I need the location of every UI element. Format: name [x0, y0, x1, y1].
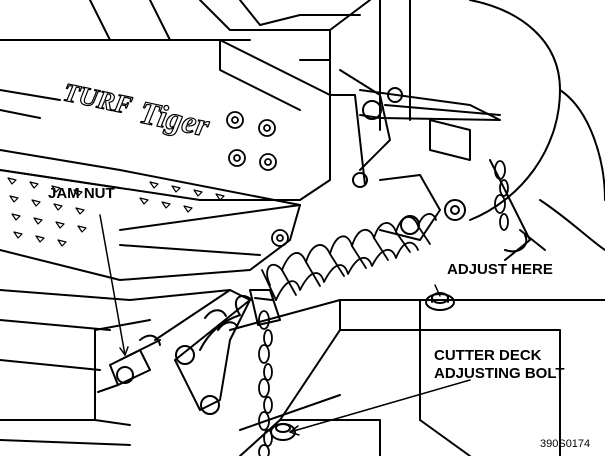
figure-number: 390S0174	[540, 438, 591, 450]
jam-nut-assembly	[97, 289, 281, 415]
chain	[258, 160, 509, 456]
turf-tiger-logo: TURF Tiger	[60, 77, 213, 144]
deck-spring	[261, 213, 437, 301]
lower-frame	[0, 289, 605, 456]
adjusting-bolts	[270, 292, 455, 441]
leader-lines	[99, 214, 471, 436]
svg-text:Tiger: Tiger	[137, 94, 213, 144]
machine-housing	[0, 0, 371, 201]
housing-bolts	[226, 111, 289, 247]
adjust-here-label: ADJUST HERE	[447, 261, 553, 278]
jam-nut-label: JAM NUT	[48, 185, 115, 202]
right-assembly	[329, 0, 605, 261]
cutter-deck-label-line2: ADJUSTING BOLT	[434, 365, 565, 382]
svg-text:TURF: TURF	[61, 78, 135, 121]
footplate	[0, 149, 301, 281]
cutter-deck-label-line1: CUTTER DECK	[434, 347, 542, 364]
